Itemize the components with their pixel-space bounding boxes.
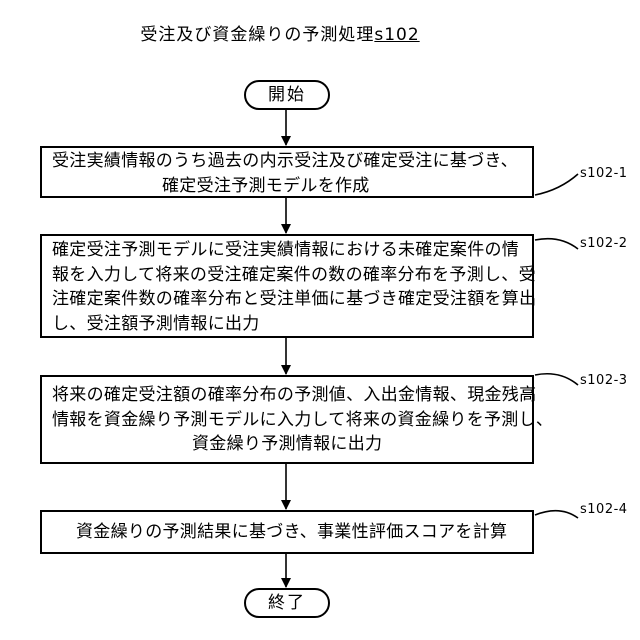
step3-line-2: 情報を資金繰り予測モデルに入力して将来の資金繰りを予測し、 bbox=[52, 408, 522, 433]
step2-line-3: 注確定案件数の確率分布と受注単価に基づき確定受注額を算出 bbox=[52, 287, 522, 312]
step-box-s102-3: 将来の確定受注額の確率分布の予測値、入出金情報、現金残高 情報を資金繰り予測モデ… bbox=[40, 375, 534, 464]
start-terminal: 開始 bbox=[244, 80, 330, 110]
step1-line-2: 確定受注予測モデルを作成 bbox=[52, 174, 522, 199]
start-label: 開始 bbox=[268, 85, 306, 105]
step-box-s102-1: 受注実績情報のうち過去の内示受注及び確定受注に基づき、 確定受注予測モデルを作成 bbox=[40, 146, 534, 198]
step2-line-2: 報を入力して将来の受注確定案件の数の確率分布を予測し、受 bbox=[52, 263, 522, 288]
step-label-s102-1: s102-1 bbox=[580, 166, 628, 181]
end-terminal: 終了 bbox=[244, 588, 330, 618]
leader-s102-3 bbox=[535, 374, 578, 385]
end-label: 終了 bbox=[268, 593, 306, 613]
step3-line-1: 将来の確定受注額の確率分布の予測値、入出金情報、現金残高 bbox=[52, 383, 522, 408]
leader-s102-1 bbox=[535, 174, 578, 195]
leader-s102-2 bbox=[535, 239, 578, 249]
step-label-s102-2: s102-2 bbox=[580, 236, 628, 251]
step2-line-4: し、受注額予測情報に出力 bbox=[52, 312, 522, 337]
step2-line-1: 確定受注予測モデルに受注実績情報における未確定案件の情 bbox=[52, 238, 522, 263]
leader-s102-4 bbox=[535, 511, 578, 518]
step1-line-1: 受注実績情報のうち過去の内示受注及び確定受注に基づき、 bbox=[52, 149, 522, 174]
step-box-s102-4: 資金繰りの予測結果に基づき、事業性評価スコアを計算 bbox=[40, 510, 534, 554]
step-label-s102-4: s102-4 bbox=[580, 502, 628, 517]
step4-line-1: 資金繰りの予測結果に基づき、事業性評価スコアを計算 bbox=[52, 520, 522, 545]
step-label-s102-3: s102-3 bbox=[580, 373, 628, 388]
step-box-s102-2: 確定受注予測モデルに受注実績情報における未確定案件の情 報を入力して将来の受注確… bbox=[40, 234, 534, 338]
step3-line-3: 資金繰り予測情報に出力 bbox=[52, 432, 522, 457]
